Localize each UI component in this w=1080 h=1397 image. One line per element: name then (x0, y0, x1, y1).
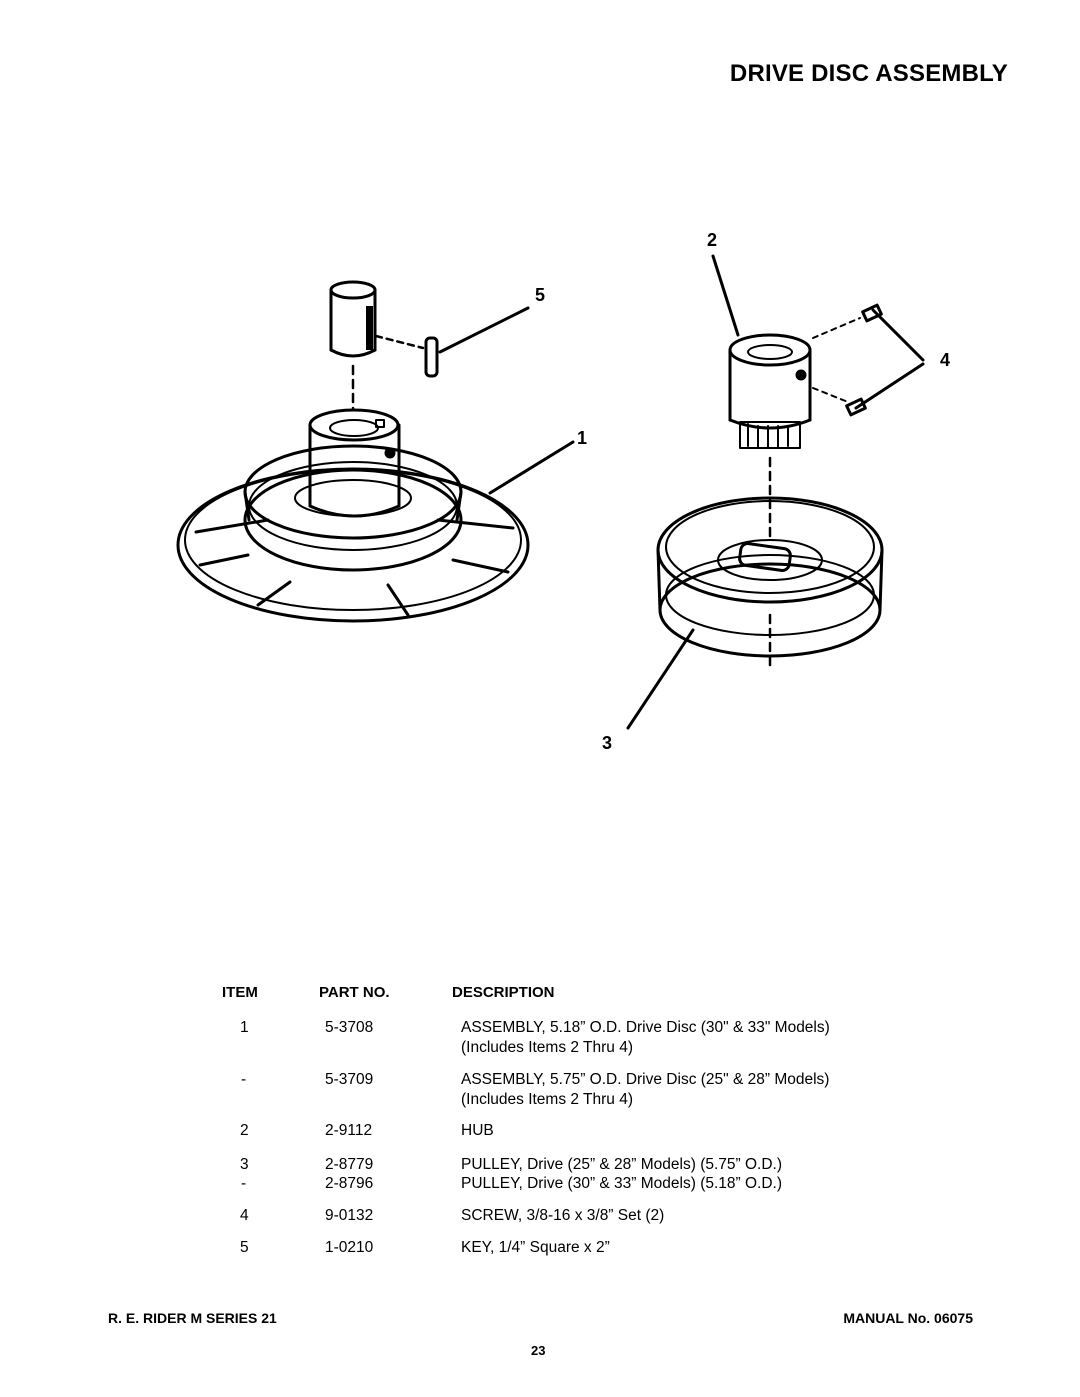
footer-series: R. E. RIDER M SERIES 21 (108, 1310, 277, 1326)
row-1-desc: ASSEMBLY, 5.18” O.D. Drive Disc (30" & 3… (461, 1019, 830, 1036)
row-1-desc-2: (Includes Items 2 Thru 4) (461, 1039, 634, 1056)
callout-2: 2 (707, 230, 718, 250)
row-3-part: 2-9112 (325, 1122, 373, 1139)
row-3-desc: HUB (461, 1122, 494, 1139)
hub-part (728, 333, 812, 672)
drive-disc-diagram (176, 254, 925, 730)
row-6-desc: SCREW, 3/8-16 x 3/8” Set (2) (461, 1207, 665, 1224)
callout-5: 5 (535, 285, 546, 305)
footer-manual-number: MANUAL No. 06075 (843, 1310, 973, 1326)
row-5-item: - (241, 1175, 247, 1192)
callout-1: 1 (577, 428, 588, 448)
row-4-part: 2-8779 (325, 1156, 374, 1173)
row-7-desc: KEY, 1/4” Square x 2” (461, 1239, 610, 1256)
row-5-desc: PULLEY, Drive (30” & 33” Models) (5.18” … (461, 1175, 783, 1192)
key-part (424, 336, 439, 378)
row-2-item: - (241, 1071, 247, 1088)
row-3-item: 2 (240, 1122, 249, 1139)
row-2-desc: ASSEMBLY, 5.75” O.D. Drive Disc (25" & 2… (461, 1071, 830, 1088)
callout-3: 3 (602, 733, 613, 753)
row-2-desc-2: (Includes Items 2 Thru 4) (461, 1091, 634, 1108)
row-4-desc: PULLEY, Drive (25” & 28” Models) (5.75” … (461, 1156, 783, 1173)
row-6-item: 4 (240, 1207, 249, 1224)
page-number: 23 (531, 1343, 546, 1358)
row-1-item: 1 (240, 1019, 249, 1036)
header-item: ITEM (222, 984, 258, 1001)
pulley-part (656, 496, 884, 658)
row-7-item: 5 (240, 1239, 249, 1256)
row-2-part: 5-3709 (325, 1071, 374, 1088)
shaft-sleeve (329, 280, 425, 412)
header-description: DESCRIPTION (452, 984, 555, 1001)
row-6-part: 9-0132 (325, 1207, 374, 1224)
header-part-no: PART NO. (319, 984, 390, 1001)
row-1-part: 5-3708 (325, 1019, 374, 1036)
row-5-part: 2-8796 (325, 1175, 374, 1192)
page-title: DRIVE DISC ASSEMBLY (729, 60, 1008, 87)
drive-disc-large (176, 408, 530, 623)
row-7-part: 1-0210 (325, 1239, 374, 1256)
callout-4: 4 (940, 350, 951, 370)
row-4-item: 3 (240, 1156, 249, 1173)
